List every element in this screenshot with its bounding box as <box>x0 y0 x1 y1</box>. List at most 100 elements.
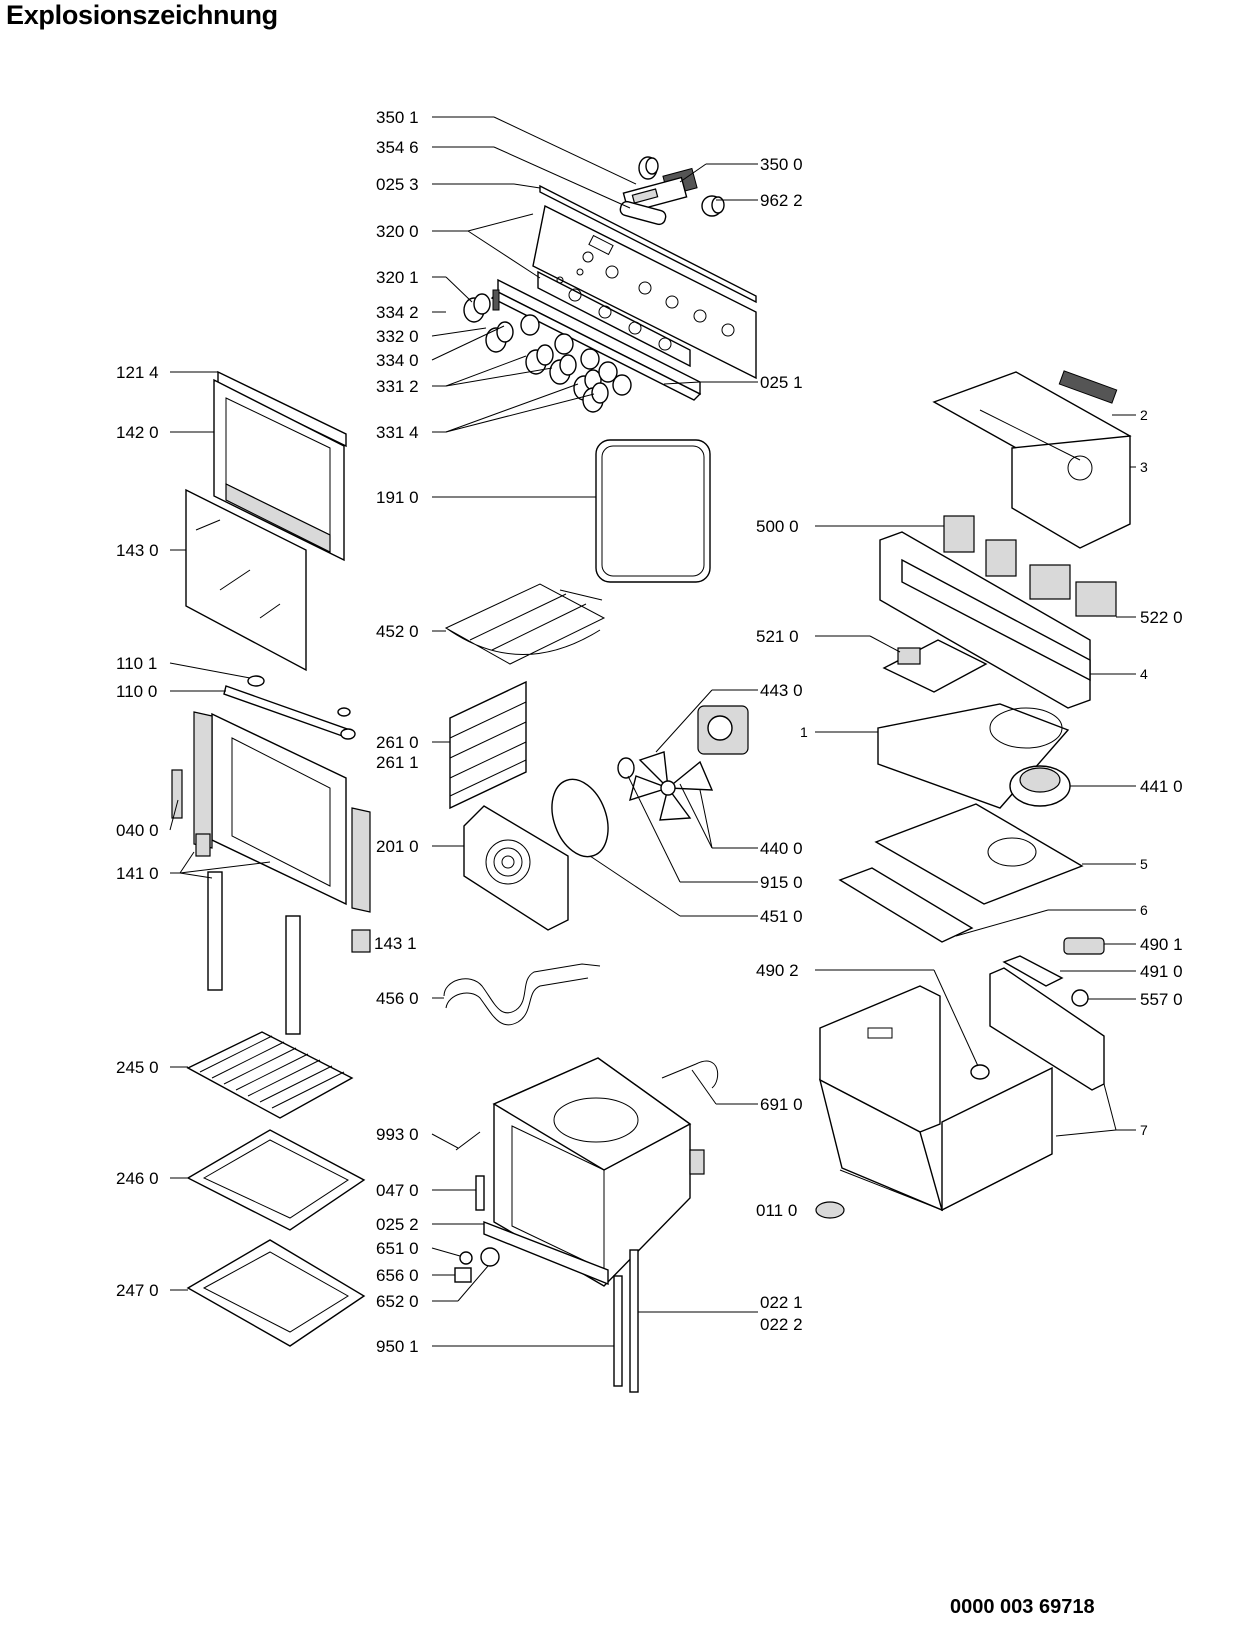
baking-tray-part <box>186 1129 366 1231</box>
part-label: 143 1 <box>374 934 417 953</box>
cooling-fan-part <box>1009 765 1071 807</box>
part-label: 331 4 <box>376 423 419 442</box>
probe-part <box>661 1060 719 1089</box>
hinge-part <box>171 769 183 819</box>
side-rack-part <box>449 680 527 810</box>
part-label: 247 0 <box>116 1281 159 1300</box>
part-label: 201 0 <box>376 837 419 856</box>
part-labels: 350 1 354 6 025 3 320 0 320 1 334 2 332 … <box>116 108 1183 1356</box>
wire-rack-part <box>186 1031 354 1119</box>
part-label: 451 0 <box>760 907 803 926</box>
part-label: 350 0 <box>760 155 803 174</box>
part-label: 456 0 <box>376 989 419 1008</box>
foot-part <box>815 1201 845 1219</box>
part-label: 3 <box>1140 459 1148 475</box>
control-board-part <box>943 515 1017 577</box>
control-panel-group <box>463 156 757 413</box>
part-label: 500 0 <box>756 517 799 536</box>
rail-right-part <box>629 1249 639 1393</box>
inner-glass-part <box>185 488 307 672</box>
top-cover-part <box>932 370 1132 549</box>
part-label: 331 2 <box>376 377 419 396</box>
center-parts-group <box>443 439 749 1393</box>
part-label: 025 1 <box>760 373 803 392</box>
oven-cavity-part <box>492 1057 705 1287</box>
part-label: 354 6 <box>376 138 419 157</box>
hinge-clip-part <box>247 675 265 687</box>
hinge-lower-part <box>351 929 371 953</box>
deep-pan-part <box>186 1239 366 1347</box>
front-panel-part <box>532 204 757 380</box>
right-parts-group <box>815 370 1132 1219</box>
part-label: 522 0 <box>1140 608 1183 627</box>
part-label: 7 <box>1140 1122 1148 1138</box>
relay-block-part <box>1029 564 1117 617</box>
grommet-part <box>970 1064 990 1080</box>
part-label: 652 0 <box>376 1292 419 1311</box>
part-label: 332 0 <box>376 327 419 346</box>
part-label: 320 1 <box>376 268 419 287</box>
fan-cover-part <box>463 805 569 931</box>
display-window-part <box>619 200 667 226</box>
part-label: 521 0 <box>756 627 799 646</box>
part-label: 040 0 <box>116 821 159 840</box>
front-cross-member-part <box>879 531 1091 709</box>
document-number: 0000 003 69718 <box>950 1596 1095 1618</box>
part-label: 191 0 <box>376 488 419 507</box>
lower-plate-part <box>838 867 974 943</box>
ring-element-part <box>551 778 609 858</box>
panel-rail-part <box>490 278 702 401</box>
part-label: 441 0 <box>1140 777 1183 796</box>
grill-element-part <box>444 583 606 665</box>
thermostat-part <box>1071 989 1089 1007</box>
part-label: 350 1 <box>376 108 419 127</box>
part-label: 261 0 <box>376 733 419 752</box>
door-handle-part <box>217 370 347 448</box>
part-label: 490 2 <box>756 961 799 980</box>
small-knob-part <box>638 156 659 180</box>
control-knobs-group <box>463 289 632 413</box>
part-label: 261 1 <box>376 753 419 772</box>
part-label: 6 <box>1140 902 1148 918</box>
part-label: 047 0 <box>376 1181 419 1200</box>
terminal-block-part <box>1002 955 1064 987</box>
part-label: 334 2 <box>376 303 419 322</box>
part-label: 490 1 <box>1140 935 1183 954</box>
part-label: 110 0 <box>116 682 157 701</box>
outer-door-glass-part <box>213 378 345 562</box>
pcb-part <box>882 639 988 693</box>
part-label: 962 2 <box>760 191 803 210</box>
fan-blade-part <box>629 751 714 821</box>
part-label: 011 0 <box>756 1201 797 1220</box>
part-label: 245 0 <box>116 1058 159 1077</box>
part-label: 2 <box>1140 407 1148 423</box>
part-label: 452 0 <box>376 622 419 641</box>
door-gasket-part <box>595 439 711 583</box>
top-plate-part <box>874 803 1084 905</box>
part-label: 022 1 <box>760 1293 803 1312</box>
part-label: 440 0 <box>760 839 803 858</box>
part-label: 110 1 <box>116 654 157 673</box>
part-label: 320 0 <box>376 222 419 241</box>
fan-motor-part <box>697 705 749 755</box>
part-label: 993 0 <box>376 1125 419 1144</box>
part-label: 491 0 <box>1140 962 1183 981</box>
frame-chassis-part <box>818 967 1105 1212</box>
part-label: 025 3 <box>376 175 419 194</box>
bottom-heating-element-part <box>443 963 601 1014</box>
part-label: 246 0 <box>116 1169 159 1188</box>
rail-left-part <box>613 1275 623 1387</box>
part-label: 1 <box>800 724 808 740</box>
part-label: 142 0 <box>116 423 159 442</box>
part-label: 691 0 <box>760 1095 803 1114</box>
knob-part <box>701 195 725 217</box>
part-label: 651 0 <box>376 1239 419 1258</box>
trays-group <box>186 1031 366 1347</box>
part-label: 443 0 <box>760 681 803 700</box>
part-label: 334 0 <box>376 351 419 370</box>
front-grill-part <box>483 1220 609 1286</box>
part-label: 656 0 <box>376 1266 419 1285</box>
part-label: 4 <box>1140 666 1148 682</box>
